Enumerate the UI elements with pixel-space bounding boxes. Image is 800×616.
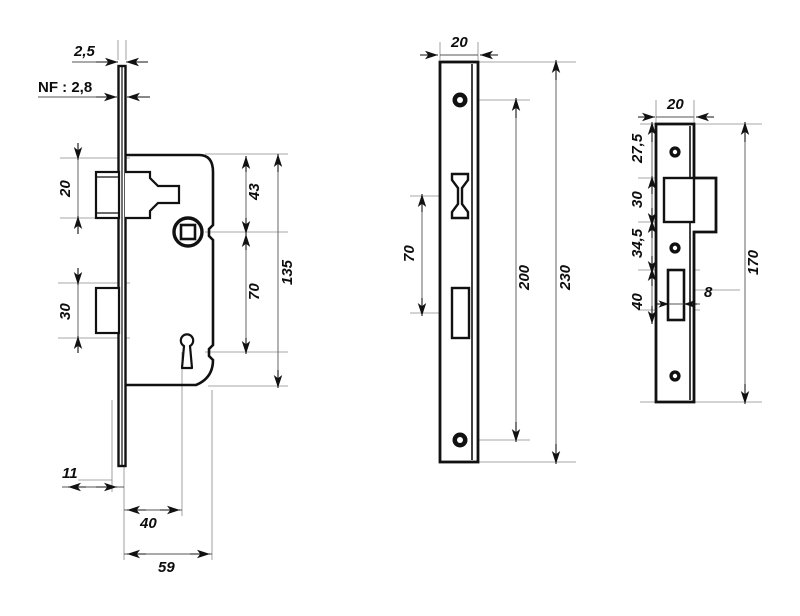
dim-label-230: 230 xyxy=(557,264,574,291)
dim-deadbolt-height: 30 xyxy=(57,268,83,353)
dim-strike-width: 20 xyxy=(638,96,714,122)
dim-top-to-latch: 27,5 xyxy=(629,122,657,178)
latch-opening xyxy=(450,172,470,220)
dim-hole-to-hole: 200 xyxy=(511,98,533,442)
deadbolt-head xyxy=(94,286,121,335)
keyhole xyxy=(179,333,195,370)
dim-case-offset: 11 xyxy=(62,465,124,492)
dim-label-170: 170 xyxy=(745,249,762,275)
strike-screw-hole-top xyxy=(669,146,681,158)
dim-label-43: 43 xyxy=(246,183,263,201)
faceplate-profile xyxy=(117,64,127,468)
dim-label-135: 135 xyxy=(279,259,296,285)
dim-label-40-bottom: 40 xyxy=(139,515,157,532)
dim-label-200: 200 xyxy=(516,264,533,291)
dim-label-30-right: 30 xyxy=(629,191,646,208)
lock-case-body xyxy=(125,153,215,387)
faceplate-front-view: 20 70 200 xyxy=(401,34,576,464)
dim-latch-to-bolt: 34,5 xyxy=(629,220,657,274)
dim-latch-to-spindle: 43 xyxy=(241,156,263,234)
dim-label-nf: NF : 2,8 xyxy=(38,79,92,96)
dim-label-8: 8 xyxy=(704,284,713,301)
dim-label-34-5: 34,5 xyxy=(629,228,646,258)
dim-label-40-right: 40 xyxy=(629,293,646,311)
dim-label-2-5: 2,5 xyxy=(73,43,96,60)
dim-label-30-left: 30 xyxy=(57,303,74,320)
latch-bolt-head xyxy=(94,170,121,220)
faceplate-screw-hole-top xyxy=(452,92,468,108)
deadbolt-slot xyxy=(450,286,471,340)
dim-label-20-right: 20 xyxy=(666,96,684,113)
dim-label-70-mid: 70 xyxy=(401,245,418,262)
dim-faceplate-length: 230 xyxy=(551,60,574,464)
strike-plate-view: 20 27,5 xyxy=(629,96,762,404)
dim-strike-length: 170 xyxy=(740,122,762,404)
dim-strike-bolt-opening: 40 xyxy=(629,268,657,324)
dim-faceplate-width-front: 20 xyxy=(420,34,498,60)
strike-screw-hole-bottom xyxy=(669,370,681,382)
dim-spindle-to-keyhole: 70 xyxy=(241,234,263,354)
dim-latch-center-front: 70 xyxy=(401,194,427,316)
strike-latch-opening xyxy=(662,176,696,224)
dim-case-height: 135 xyxy=(273,154,296,388)
dim-label-70-left: 70 xyxy=(246,283,263,300)
dim-total-depth: 59 xyxy=(124,549,212,576)
dim-norm-note: NF : 2,8 xyxy=(38,79,150,102)
dim-label-27-5: 27,5 xyxy=(629,133,646,164)
dim-faceplate-thickness: 2,5 xyxy=(72,43,148,67)
dim-label-59: 59 xyxy=(158,559,175,576)
side-section-view: 2,5 NF : 2,8 xyxy=(38,40,296,576)
latch-bolt-tail xyxy=(125,170,181,220)
dim-label-20-left: 20 xyxy=(57,180,74,198)
dim-bolt-slot-width: 8 xyxy=(656,284,713,308)
strike-screw-hole-middle xyxy=(669,242,681,254)
dim-latch-height: 20 xyxy=(57,143,83,234)
spindle-hole xyxy=(172,216,204,248)
dim-label-20-mid: 20 xyxy=(450,34,468,51)
faceplate-screw-hole-bottom xyxy=(452,432,468,448)
dim-label-11: 11 xyxy=(62,465,78,482)
dim-backset: 40 xyxy=(124,505,182,532)
strike-bolt-opening xyxy=(666,268,686,322)
